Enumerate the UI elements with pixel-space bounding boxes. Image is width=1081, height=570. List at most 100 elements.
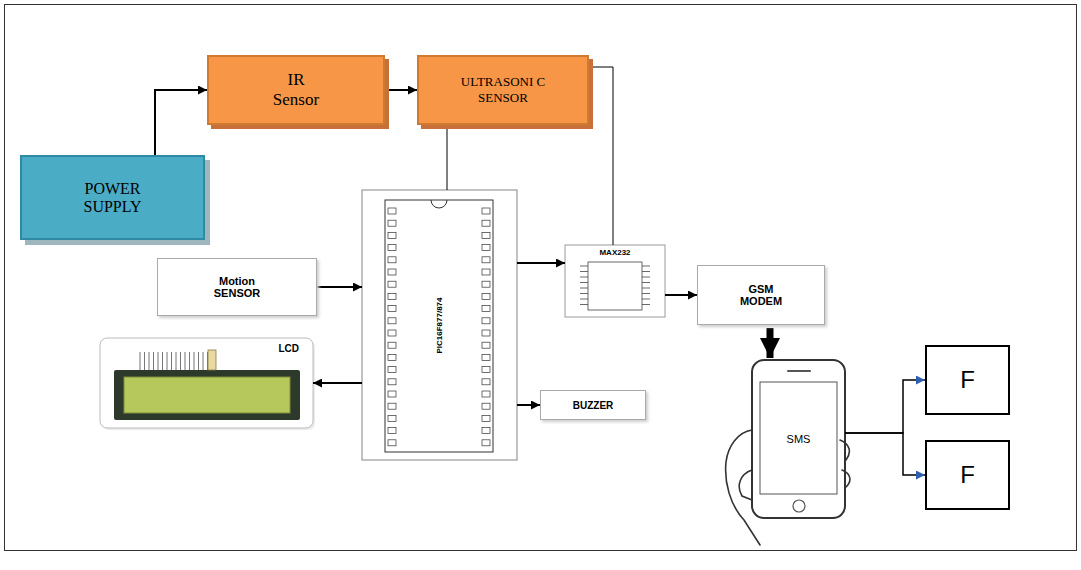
- connector-line: [845, 433, 925, 475]
- connector-line: [665, 294, 697, 296]
- chip-pin: [482, 208, 490, 214]
- sensor-box: ULTRASONI C SENSOR: [417, 55, 589, 125]
- chip-pin: [482, 257, 490, 263]
- connector-line: [155, 90, 207, 155]
- chip-pins: [388, 208, 490, 446]
- chip-pin: [482, 415, 490, 421]
- chip-pin: [642, 293, 650, 294]
- chip-pin: [642, 271, 650, 272]
- lcd-module: [114, 370, 300, 420]
- header-pin: [167, 352, 168, 370]
- hand-outline: [726, 430, 850, 545]
- chip-pin: [482, 232, 490, 238]
- power-supply-box: POWER SUPPLY: [20, 155, 205, 240]
- chip-pin: [482, 354, 490, 360]
- chip-pin: [580, 288, 588, 289]
- lcd-screen: [124, 377, 290, 413]
- max232-panel: [565, 245, 665, 317]
- chip-pin: [482, 391, 490, 397]
- node-label: Motion SENSOR: [207, 275, 267, 299]
- header-pin: [176, 352, 177, 370]
- phone-screen: [760, 382, 837, 494]
- chip-pin: [388, 257, 396, 263]
- chip-pin: [388, 367, 396, 373]
- chip-pin: [388, 245, 396, 251]
- chip-pin: [482, 245, 490, 251]
- chip-pin: [482, 293, 490, 299]
- chip-pin: [580, 266, 588, 267]
- connector-line: [589, 67, 613, 245]
- chip-pin: [482, 318, 490, 324]
- node-label: BUZZER: [573, 400, 614, 411]
- chip-notch: [431, 200, 447, 208]
- chip-pin: [388, 208, 396, 214]
- chip-pin: [388, 281, 396, 287]
- chip-pin: [482, 220, 490, 226]
- chip-pin: [482, 281, 490, 287]
- chip-pin: [482, 306, 490, 312]
- max232-chip: MAX232: [565, 245, 665, 317]
- chip-pin: [642, 282, 650, 283]
- chip-pin: [642, 288, 650, 289]
- node-label: F: [960, 461, 975, 489]
- connector-line: [517, 404, 540, 406]
- chip-pin: [388, 391, 396, 397]
- header-pin: [189, 352, 190, 370]
- chip-panel: [362, 190, 517, 460]
- chip-pin: [482, 367, 490, 373]
- chip-pin: [580, 299, 588, 300]
- connector-line: [389, 89, 417, 91]
- connector-line: [517, 262, 565, 264]
- connector-line: [845, 380, 925, 433]
- chip-pin: [642, 304, 650, 305]
- chip-pin: [388, 306, 396, 312]
- node-label: LCD: [278, 343, 299, 354]
- node-label: GSM MODEM: [735, 283, 787, 307]
- phone-speaker: [788, 370, 810, 372]
- chip-pin: [482, 403, 490, 409]
- chip-pin: [580, 277, 588, 278]
- lcd-potentiometer: [208, 350, 216, 370]
- node-label: F: [960, 366, 975, 394]
- chip-pin: [388, 379, 396, 385]
- header-pin: [198, 352, 199, 370]
- chip-pin: [388, 342, 396, 348]
- chip-pin: [388, 232, 396, 238]
- node-label: ULTRASONI C SENSOR: [458, 74, 548, 106]
- chip-pin: [482, 342, 490, 348]
- connector-line: [767, 328, 774, 358]
- output-box: F: [925, 345, 1010, 415]
- chip-pin: [388, 403, 396, 409]
- motion-sensor-box: Motion SENSOR: [157, 258, 317, 316]
- lcd-header-pins: [140, 352, 208, 370]
- chip-pin: [482, 269, 490, 275]
- header-pin: [144, 352, 145, 370]
- header-pin: [180, 352, 181, 370]
- phone-button: [793, 500, 805, 512]
- chip-pin: [388, 269, 396, 275]
- chip-pin: [388, 415, 396, 421]
- node-label: MAX232: [599, 248, 630, 257]
- gsm-modem-box: GSM MODEM: [697, 265, 825, 325]
- chip-pin: [482, 428, 490, 434]
- chip-pin: [580, 282, 588, 283]
- chip-pin: [388, 318, 396, 324]
- max232-chip: [588, 262, 642, 310]
- chip-pin: [580, 293, 588, 294]
- mobile-phone: SMS: [752, 360, 845, 518]
- header-pin: [171, 352, 172, 370]
- chip-pin: [482, 379, 490, 385]
- header-pin: [149, 352, 150, 370]
- chip-pin: [388, 220, 396, 226]
- connector-line: [313, 382, 362, 384]
- chip-pin: [580, 304, 588, 305]
- buzzer-box: BUZZER: [540, 390, 646, 420]
- lcd-panel: [100, 338, 313, 428]
- header-pin: [203, 352, 204, 370]
- chip-pin: [388, 330, 396, 336]
- chip-label: PIC16F877/874: [435, 297, 444, 353]
- header-pin: [162, 352, 163, 370]
- chip-pin: [388, 293, 396, 299]
- output-box: F: [925, 440, 1010, 510]
